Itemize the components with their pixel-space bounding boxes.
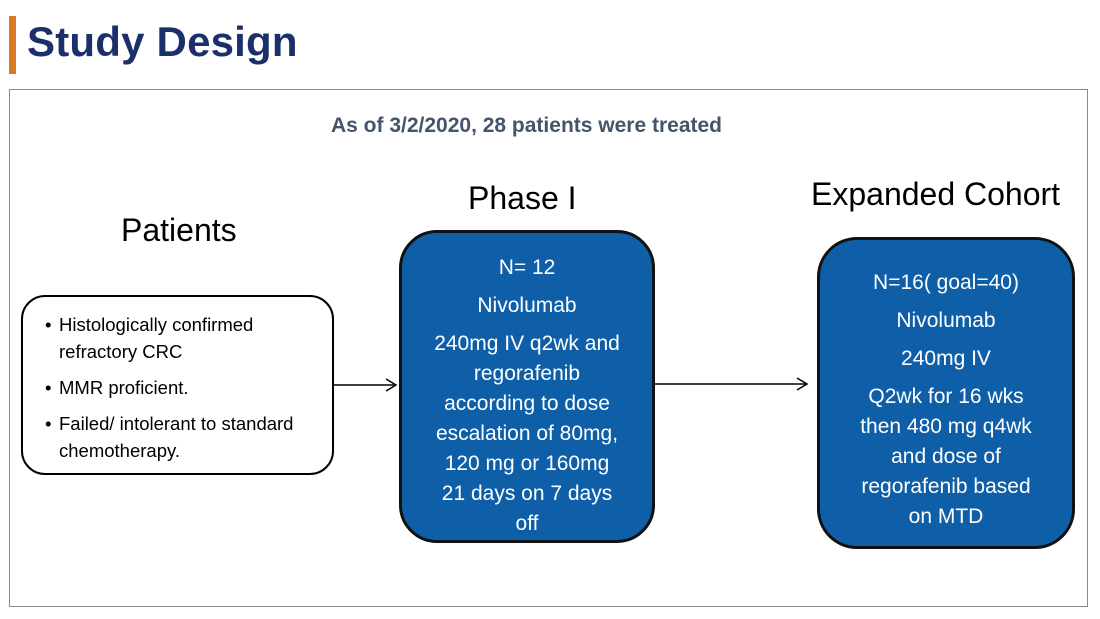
patients-criteria-list: Histologically confirmed refractory CRC … (45, 311, 322, 464)
regimen-line: regorafenib (473, 362, 581, 385)
expanded-heading: Expanded Cohort (811, 176, 1061, 212)
criteria-item: Failed/ intolerant to standard chemother… (45, 410, 322, 464)
expanded-box: N=16( goal=40) Nivolumab 240mg IV Q2wk f… (817, 237, 1075, 549)
criteria-item: Histologically confirmed refractory CRC (45, 311, 322, 365)
regimen-line: then 480 mg q4wk (860, 415, 1032, 438)
expanded-regimen: Q2wk for 16 wks then 480 mg q4wk and dos… (820, 382, 1072, 532)
regimen-line: and dose of (891, 445, 1001, 468)
regimen-line: on MTD (908, 505, 984, 528)
regimen-line: 120 mg or 160mg (444, 452, 610, 475)
phase1-regimen: 240mg IV q2wk and regorafenib according … (402, 329, 652, 539)
arrow-patients-to-phase1 (334, 378, 398, 392)
regimen-line: 21 days on 7 days (441, 482, 613, 505)
phase1-drug: Nivolumab (477, 294, 577, 317)
expanded-dose: 240mg IV (901, 347, 991, 370)
slide-subtitle: As of 3/2/2020, 28 patients were treated (330, 114, 722, 137)
content-frame (9, 89, 1088, 607)
patients-box: Histologically confirmed refractory CRC … (21, 295, 334, 475)
criteria-item: MMR proficient. (45, 374, 322, 401)
title-accent-bar (9, 16, 16, 74)
regimen-line: off (515, 512, 539, 535)
expanded-n: N=16( goal=40) (873, 271, 1019, 294)
regimen-line: according to dose (444, 392, 610, 415)
slide-title: Study Design (27, 18, 298, 65)
phase1-box: N= 12 Nivolumab 240mg IV q2wk and regora… (399, 230, 655, 543)
phase1-n: N= 12 (498, 256, 556, 279)
regimen-line: Q2wk for 16 wks (868, 385, 1024, 408)
phase1-heading: Phase I (468, 180, 577, 216)
patients-heading: Patients (121, 212, 237, 248)
regimen-line: 240mg IV q2wk and (434, 332, 620, 355)
arrow-phase1-to-expanded (655, 377, 809, 391)
expanded-drug: Nivolumab (896, 309, 996, 332)
regimen-line: regorafenib based (861, 475, 1031, 498)
regimen-line: escalation of 80mg, (435, 422, 619, 445)
